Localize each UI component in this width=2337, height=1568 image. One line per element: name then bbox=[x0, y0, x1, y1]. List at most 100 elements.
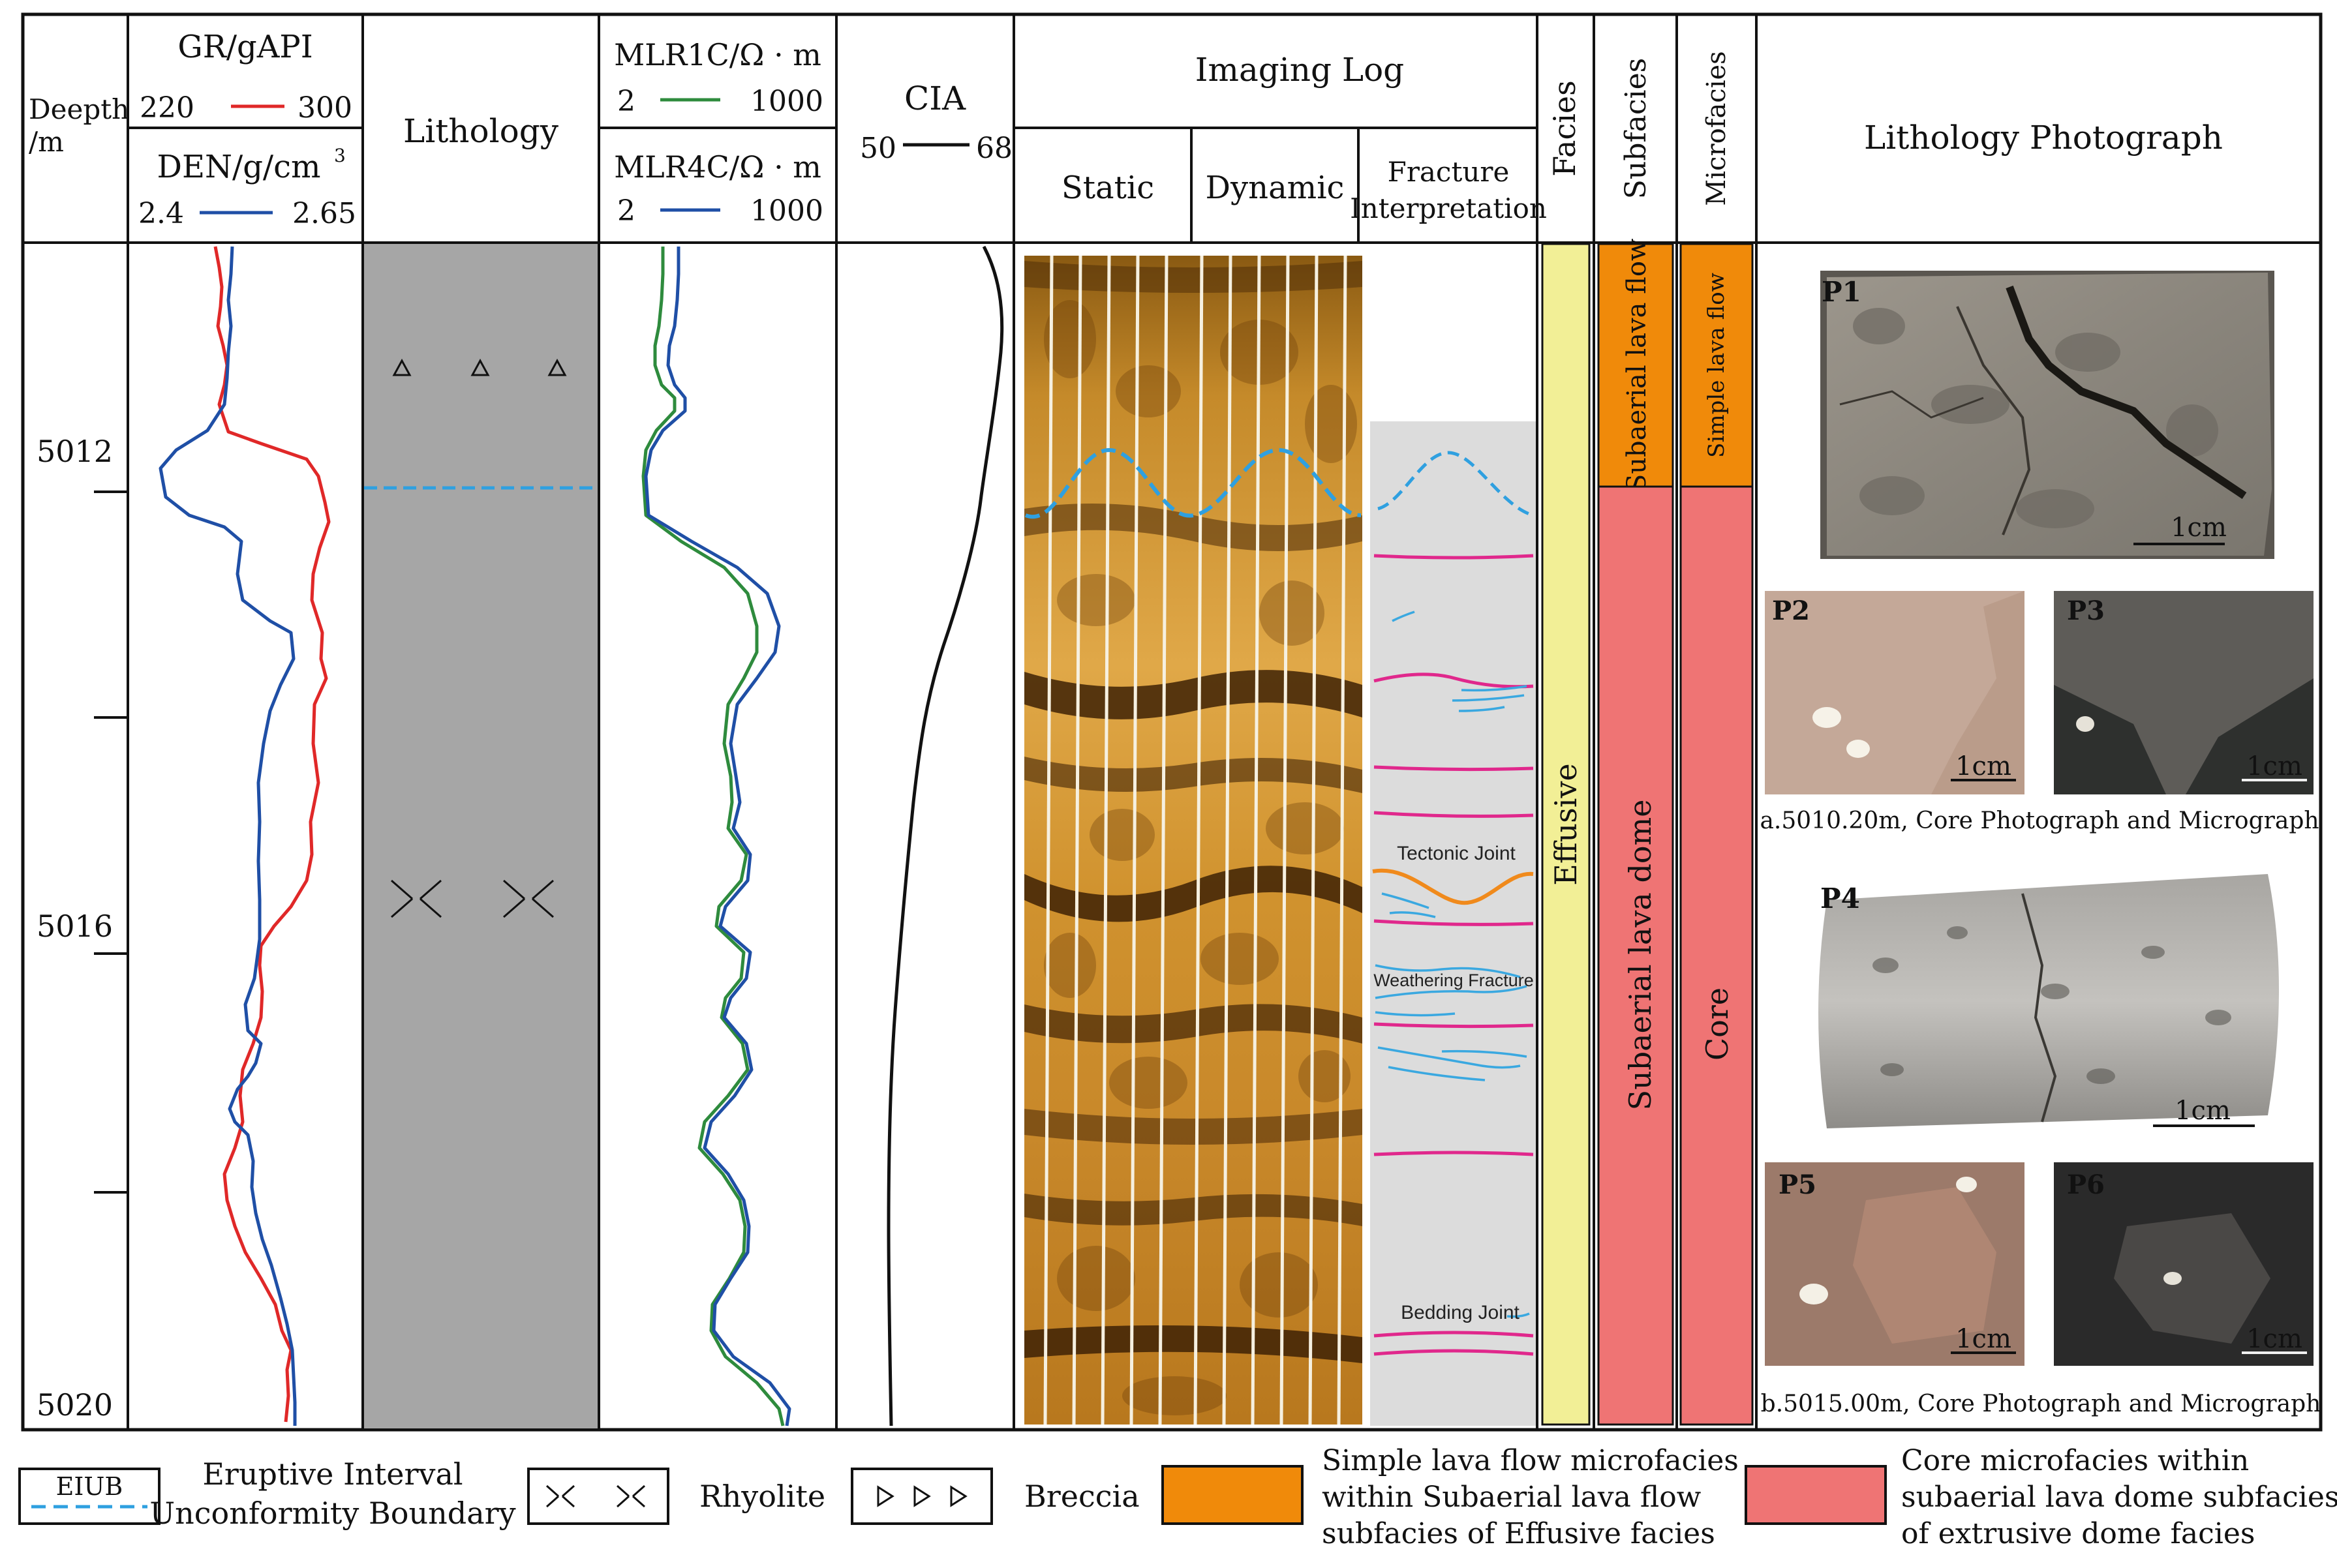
microfacies-simple-lava-flow bbox=[1679, 243, 1754, 488]
p6-scale: 1cm bbox=[2246, 1324, 2302, 1354]
cia-max: 68 bbox=[976, 132, 1013, 165]
p4-label: P4 bbox=[1820, 882, 1860, 914]
photo-p1: 1cm P1 bbox=[1820, 271, 2274, 559]
cia-curve bbox=[887, 245, 1004, 1426]
legend: EIUB Eruptive Interval Unconformity Boun… bbox=[18, 1444, 2337, 1550]
legend-red-text-1: Core microfacies within bbox=[1901, 1444, 2249, 1477]
legend-breccia: Breccia bbox=[851, 1468, 1140, 1525]
p4-scale: 1cm bbox=[2175, 1096, 2231, 1126]
gr-min: 220 bbox=[140, 91, 194, 125]
microfacies-core-label: Core bbox=[1700, 988, 1735, 1061]
gr-den-track bbox=[159, 246, 331, 1426]
lithology-track bbox=[364, 244, 598, 1428]
den-title: DEN/g/cm bbox=[157, 149, 321, 185]
photo-panel: 1cm P1 1cm P2 1cm P3 a.5010.20m, Core Ph… bbox=[1760, 271, 2321, 1417]
gr-max: 300 bbox=[298, 91, 352, 125]
subfacies-lava-flow bbox=[1597, 243, 1674, 488]
lithology-fill bbox=[364, 244, 598, 1428]
mlr4c-title: MLR4C/Ω · m bbox=[614, 149, 821, 185]
depth-label-5020: 5020 bbox=[37, 1387, 113, 1423]
depth-label: Deepth bbox=[29, 93, 129, 125]
microfacies-simple-lava-flow-label: Simple lava flow bbox=[1703, 273, 1730, 458]
photo-p3: 1cm P3 bbox=[2054, 591, 2314, 794]
header: Deepth /m GR/gAPI 220 300 DEN/g/cm 3 2.4… bbox=[29, 29, 2223, 230]
imaging-log-image bbox=[1024, 255, 1362, 1425]
p5-scale: 1cm bbox=[1955, 1324, 2011, 1354]
legend-red: Core microfacies within subaerial lava d… bbox=[1745, 1444, 2337, 1550]
photo-p2: 1cm P2 bbox=[1765, 591, 2024, 794]
facies-effusive-label: Effusive bbox=[1548, 763, 1583, 885]
eiub-sine-interp bbox=[1377, 451, 1534, 517]
microfacies-core bbox=[1679, 485, 1754, 1426]
p1-label: P1 bbox=[1822, 276, 1861, 308]
photo-p5: 1cm P5 bbox=[1765, 1162, 2024, 1366]
legend-eiub-text-1: Eruptive Interval bbox=[202, 1456, 463, 1492]
cia-track bbox=[887, 245, 1004, 1426]
mlr-track bbox=[641, 247, 791, 1426]
caption-b: b.5015.00m, Core Photograph and Microgra… bbox=[1761, 1391, 2321, 1417]
legend-breccia-label: Breccia bbox=[1024, 1479, 1140, 1514]
cia-title: CIA bbox=[904, 80, 966, 117]
legend-eiub: EIUB Eruptive Interval Unconformity Boun… bbox=[18, 1456, 516, 1531]
subfacies-header: Subfacies bbox=[1619, 58, 1653, 200]
photo-p6: 1cm P6 bbox=[2054, 1162, 2314, 1366]
log-frame bbox=[21, 12, 2323, 1432]
mlr1c-max: 1000 bbox=[750, 85, 823, 118]
p6-label: P6 bbox=[2067, 1169, 2105, 1200]
breccia-triangle bbox=[547, 358, 567, 376]
p1-scale: 1cm bbox=[2171, 513, 2227, 543]
breccia-triangle bbox=[470, 358, 490, 376]
depth-label-5016: 5016 bbox=[37, 909, 113, 944]
weathering-fracture-label: Weathering Fracture bbox=[1373, 971, 1534, 990]
microfacies-header: Microfacies bbox=[1702, 51, 1732, 205]
mlr4c-min: 2 bbox=[617, 194, 635, 228]
mlr4c-max: 1000 bbox=[750, 194, 823, 228]
bedding-joint-label: Bedding Joint bbox=[1401, 1302, 1520, 1323]
depth-column: 5012 5016 5020 bbox=[37, 434, 128, 1423]
p3-label: P3 bbox=[2067, 596, 2105, 626]
p2-label: P2 bbox=[1772, 596, 1810, 626]
lithology-header: Lithology bbox=[403, 112, 559, 150]
static-header: Static bbox=[1062, 170, 1154, 206]
subfacies-lava-dome-label: Subaerial lava dome bbox=[1623, 800, 1658, 1111]
legend-orange-text-3: subfacies of Effusive facies bbox=[1322, 1517, 1715, 1550]
facies-effusive bbox=[1541, 243, 1591, 1426]
facies-header: Facies bbox=[1547, 80, 1582, 177]
subfacies-lava-flow-label: Subaerial lava flow bbox=[1622, 239, 1652, 492]
depth-label-5012: 5012 bbox=[37, 434, 113, 469]
tectonic-joint-label: Tectonic Joint bbox=[1397, 843, 1516, 864]
legend-eiub-text-2: Unconformity Boundary bbox=[149, 1496, 515, 1531]
dynamic-header: Dynamic bbox=[1206, 170, 1345, 206]
fracture-header-2: Interpretation bbox=[1350, 192, 1547, 224]
fracture-header-1: Fracture bbox=[1388, 156, 1510, 188]
legend-orange-text-2: within Subaerial lava flow bbox=[1322, 1481, 1702, 1514]
photo-header: Lithology Photograph bbox=[1864, 119, 2223, 157]
gr-curve bbox=[213, 246, 331, 1423]
den-exponent: 3 bbox=[334, 145, 346, 166]
mlr1c-title: MLR1C/Ω · m bbox=[614, 37, 821, 72]
weathering-fractures bbox=[1375, 611, 1530, 1318]
fracture-track: Tectonic Joint Weathering Fracture Beddi… bbox=[1370, 421, 1536, 1426]
p2-scale: 1cm bbox=[1955, 751, 2011, 781]
bedding-fractures bbox=[1373, 554, 1534, 1356]
breccia-triangle bbox=[392, 358, 412, 376]
subfacies-lava-dome bbox=[1597, 485, 1674, 1426]
den-curve bbox=[159, 246, 297, 1426]
legend-orange-text-1: Simple lava flow microfacies bbox=[1322, 1444, 1739, 1477]
tectonic-joint-line bbox=[1372, 868, 1534, 905]
cia-min: 50 bbox=[860, 132, 896, 165]
den-min: 2.4 bbox=[138, 197, 184, 230]
mlr4c-curve bbox=[644, 247, 791, 1426]
p5-label: P5 bbox=[1779, 1169, 1816, 1200]
facies-columns: Effusive Subaerial lava flow Subaerial l… bbox=[1541, 239, 1754, 1426]
mlr1c-min: 2 bbox=[617, 85, 635, 118]
photo-p4: 1cm P4 bbox=[1818, 874, 2279, 1128]
depth-unit: /m bbox=[29, 126, 64, 158]
legend-red-text-2: subaerial lava dome subfacies bbox=[1901, 1481, 2337, 1514]
legend-orange: Simple lava flow microfacies within Suba… bbox=[1161, 1444, 1739, 1550]
legend-rhyolite-label: Rhyolite bbox=[699, 1479, 825, 1514]
p3-scale: 1cm bbox=[2246, 751, 2302, 781]
imaging-eiub-sine bbox=[1024, 447, 1362, 519]
rhyolite-symbol bbox=[391, 879, 554, 918]
